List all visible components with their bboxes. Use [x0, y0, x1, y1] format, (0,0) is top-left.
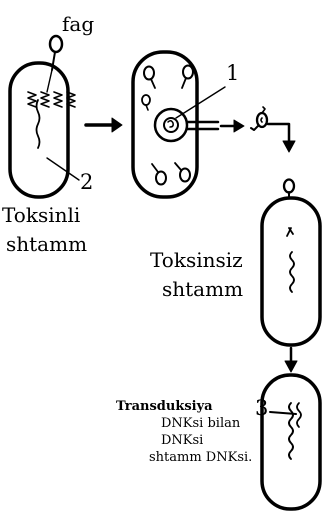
phage-icon	[282, 178, 296, 199]
bacterial-dna	[289, 251, 295, 293]
transducing-phage	[219, 106, 269, 133]
phage-icon	[174, 162, 191, 183]
phage-icon	[181, 64, 194, 89]
transduced-cell	[260, 373, 322, 511]
caption-line-1: DNKsi bilan	[161, 416, 241, 431]
caption-line-3: shtamm DNKsi.	[149, 450, 253, 465]
toxic-strain-label-line1: Toksinli	[2, 203, 81, 227]
phage-icon	[46, 34, 64, 93]
nontoxic-strain-label-line1: Toksinsiz	[150, 248, 243, 272]
phage-label: fag	[62, 12, 95, 36]
nontoxic-strain-label-line2: shtamm	[162, 277, 244, 301]
arrow-icon	[84, 117, 123, 133]
arrow-icon	[266, 122, 296, 153]
phage-icon	[141, 94, 151, 111]
marker-3: 3	[255, 396, 269, 420]
caption-line-2: DNKsi	[161, 433, 204, 448]
toxic-strain-label-line2: shtamm	[6, 232, 88, 256]
marker-1: 1	[226, 61, 240, 85]
infected-cell	[131, 50, 226, 199]
arrow-icon	[284, 346, 298, 373]
toxic-strain-cell	[8, 61, 80, 199]
phage-icon	[151, 163, 167, 186]
caption-title: Transduksiya	[116, 399, 213, 414]
nontoxic-strain-cell	[260, 196, 322, 347]
marker-2: 2	[80, 170, 94, 194]
phage-icon	[143, 65, 156, 89]
bacterial-dna	[27, 91, 76, 108]
